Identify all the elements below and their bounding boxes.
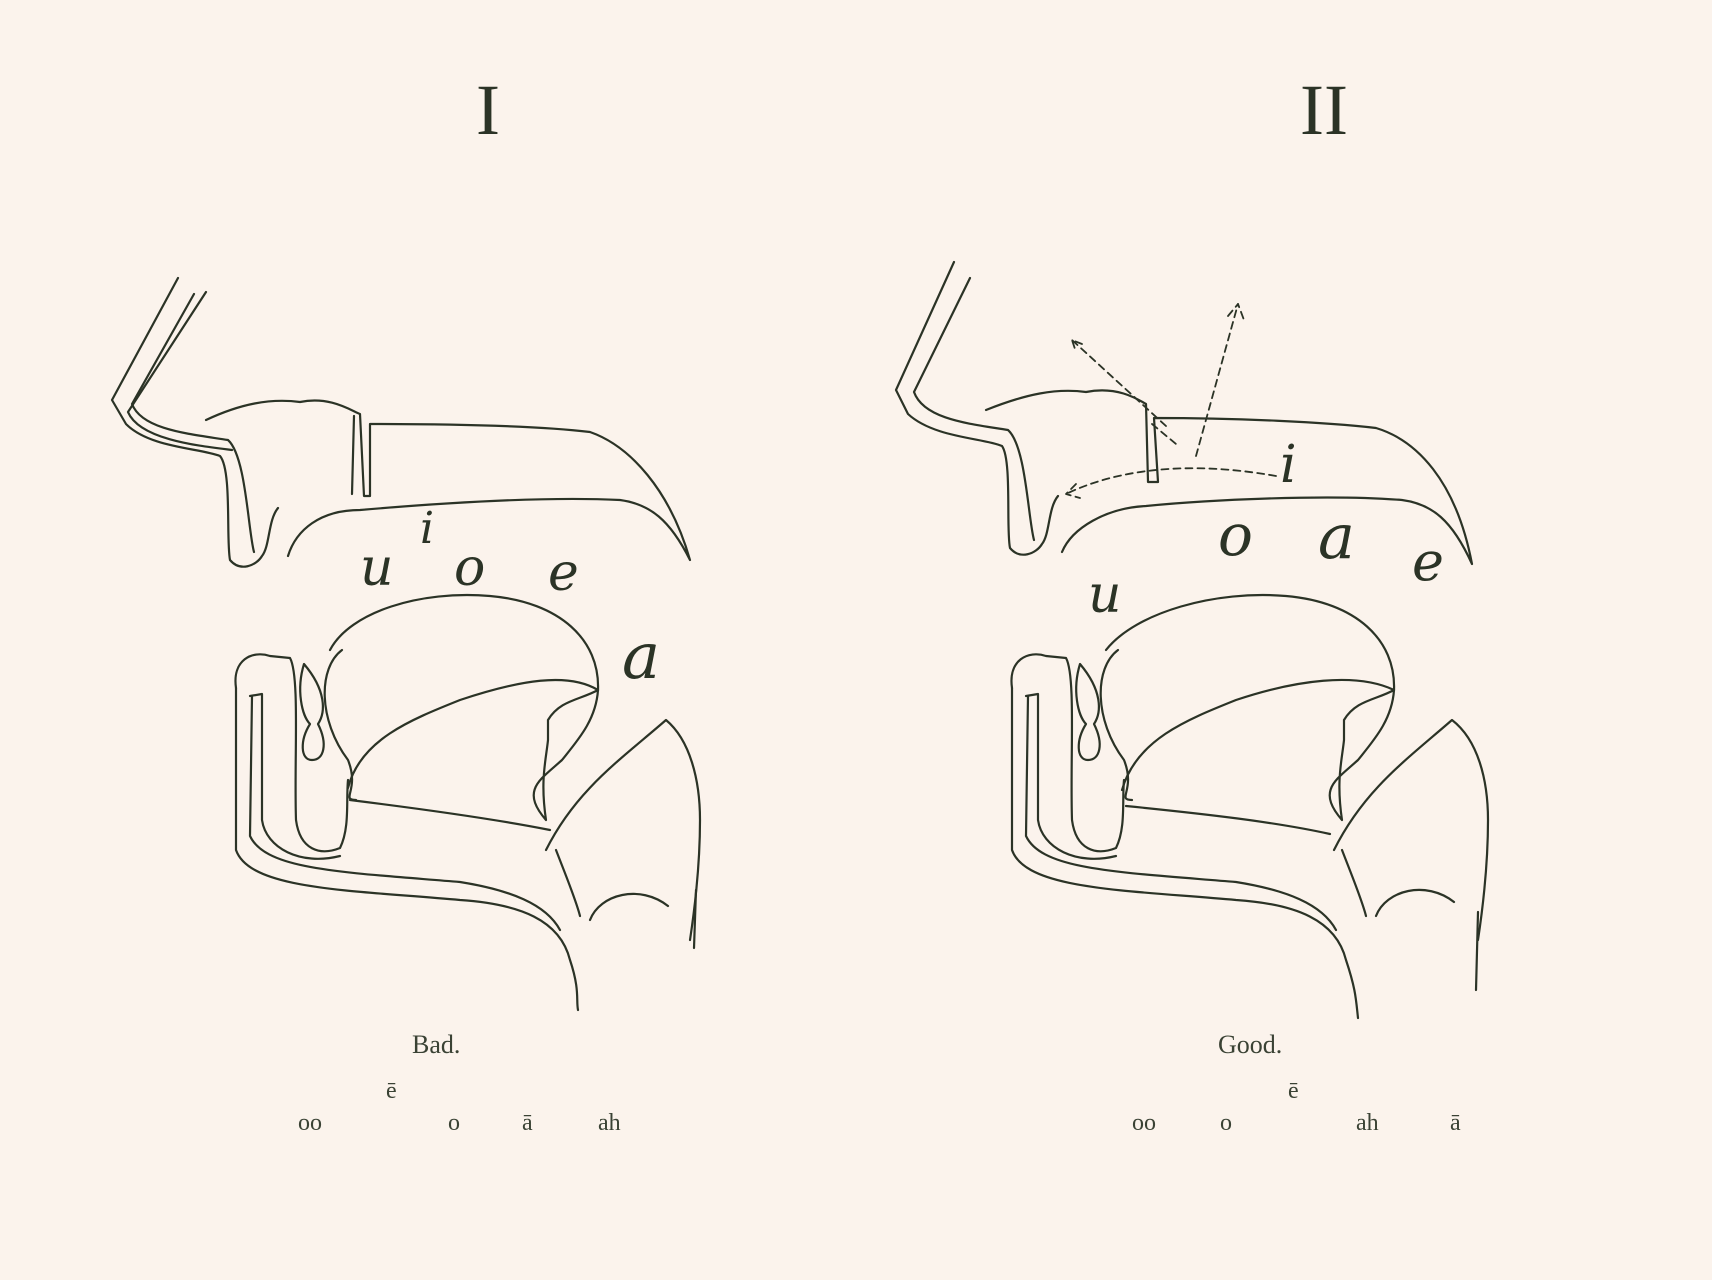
vowel-label-i: i [420,503,434,554]
lower-jaw [1010,686,1360,1020]
panel-caption: Bad. [412,1030,461,1059]
throat-line [1474,910,1480,992]
tongue-root [1120,678,1396,792]
lower-lip-inner [1024,692,1118,860]
key-o: o [1220,1110,1232,1136]
key-e-long: ē [386,1078,397,1104]
epiglottis [1332,718,1490,942]
lower-jaw-inner [1024,694,1338,932]
vowel-label-u: u [360,538,394,598]
vowel-label-i: i [1280,435,1297,495]
key-oo: oo [1132,1110,1156,1136]
larynx-wall [554,848,582,918]
key-oo: oo [298,1110,322,1136]
vowel-label-a: a [622,620,660,694]
upper-palate [984,389,1474,566]
lower-jaw-inner [248,694,562,932]
tongue-root [346,678,600,790]
dashed-arrow-up [1195,303,1239,457]
dashed-line-palate [1151,423,1177,445]
arrowhead-front [1065,483,1081,499]
jaw-floor [1124,804,1332,836]
lower-lip-outer [234,653,350,853]
jaw-floor [348,798,552,832]
dashed-arrow-nasal [1071,339,1167,427]
vowel-label-o: o [454,538,485,598]
panel-numeral: II [1300,70,1348,150]
lower-tooth [299,662,325,762]
key-ah: ah [598,1110,621,1136]
vowel-label-o: o [1218,501,1253,569]
tongue-body [323,648,358,802]
key-ah: ah [1356,1110,1379,1136]
tongue [328,594,600,822]
throat-line [692,888,698,950]
key-o: o [448,1110,460,1136]
vocal-tract-drawing: u i o e a [110,276,702,1012]
panel-numeral: I [476,70,500,150]
panel-caption: Good. [1218,1030,1283,1059]
lower-lip-outer [1010,653,1126,853]
tongue [1104,593,1396,822]
lower-jaw [234,686,580,1012]
upper-palate [204,399,692,562]
larynx-arch [588,892,670,922]
lower-tooth [1075,662,1101,762]
nose-profile-inner [912,276,1036,542]
nose-profile [110,276,280,568]
nose-profile [894,260,1060,556]
nose-profile-outer [126,290,234,452]
larynx-wall [1340,848,1368,918]
nose-profile-inner [130,292,256,554]
vowel-label-e: e [1412,530,1444,593]
key-a-long: ā [1450,1110,1461,1136]
vowel-label-e: e [548,543,579,603]
vowel-label-u: u [1088,565,1122,625]
arrowhead-nasal [1071,339,1083,353]
tongue-body [1099,648,1134,802]
vowel-label-a: a [1318,500,1355,573]
lower-lip-inner [248,692,342,860]
diagram-panel-good: II u o a e i G [856,0,1712,1280]
vocal-tract-drawing: u o a e i [894,260,1490,1020]
arrowhead-up [1227,303,1245,321]
epiglottis [544,718,702,942]
larynx-arch [1374,888,1456,918]
upper-palate-gap [350,414,356,496]
dashed-arrow-front [1065,467,1277,495]
key-e-long: ē [1288,1078,1299,1104]
key-a-long: ā [522,1110,533,1136]
diagram-panel-bad: I u i o e a Bad. oo ē o ā ah [110,70,702,1136]
